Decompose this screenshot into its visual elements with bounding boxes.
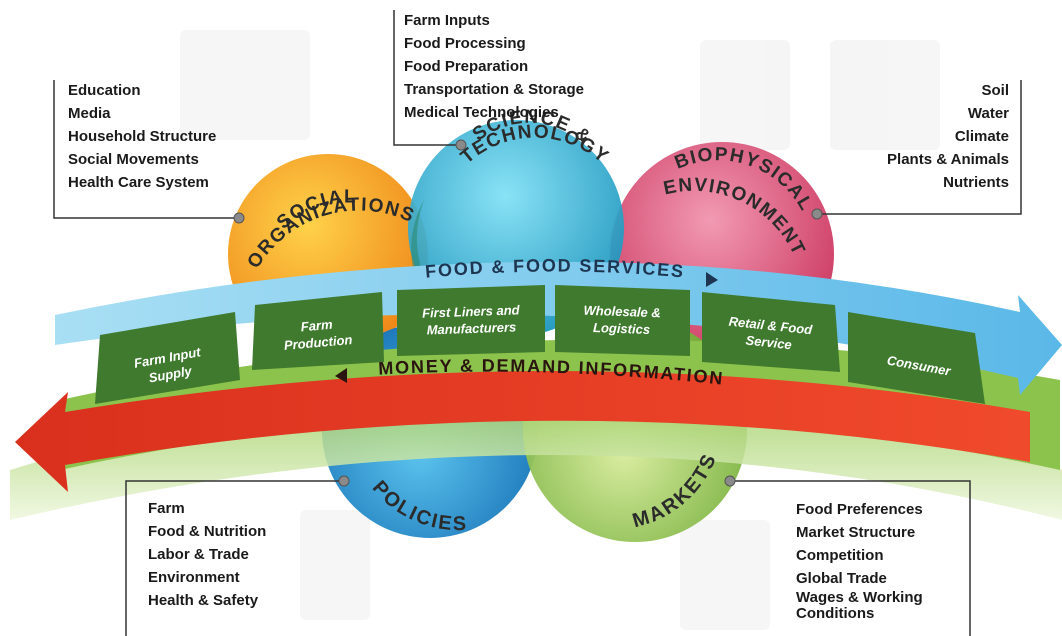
list-item: Soil bbox=[981, 82, 1009, 99]
stage-card-consumer bbox=[848, 312, 985, 404]
list-item: Labor & Trade bbox=[148, 546, 249, 563]
stage-card-farm-input-supply bbox=[95, 312, 240, 404]
science-factors-list: Farm Inputs Food Processing Food Prepara… bbox=[404, 9, 584, 124]
stages bbox=[95, 285, 985, 404]
stage-card-retail-food-service bbox=[702, 292, 840, 372]
food-flow-band bbox=[55, 261, 1062, 395]
list-item: Household Structure bbox=[68, 128, 217, 145]
policies-factors-list: Farm Food & Nutrition Labor & Trade Envi… bbox=[148, 497, 266, 612]
callout-lines bbox=[53, 10, 1022, 636]
list-item: Market Structure bbox=[796, 524, 916, 541]
stage-card-farm-production bbox=[252, 292, 384, 370]
list-item: Food & Nutrition bbox=[148, 523, 267, 540]
list-item: Plants & Animals bbox=[887, 151, 1009, 168]
list-item: Wages & Working Conditions bbox=[796, 589, 923, 622]
list-item: Media bbox=[68, 105, 111, 122]
list-item: Food Processing bbox=[404, 35, 526, 52]
list-item: Global Trade bbox=[796, 570, 887, 587]
list-item: Education bbox=[68, 82, 141, 99]
callout-dots bbox=[233, 139, 823, 487]
stage-label-farm-production: FarmProduction bbox=[282, 315, 353, 353]
list-item: Medical Technologies bbox=[404, 104, 559, 121]
list-item: Food Preparation bbox=[404, 58, 529, 75]
markets-factors-list: Food Preferences Market Structure Compet… bbox=[796, 498, 956, 622]
list-item: Climate bbox=[954, 128, 1009, 145]
biophysical-factors-list: Soil Water Climate Plants & Animals Nutr… bbox=[887, 79, 1009, 194]
stage-label-first-liners: First Liners andManufacturers bbox=[422, 302, 522, 337]
list-item: Transportation & Storage bbox=[404, 81, 585, 98]
money-arrow-icon bbox=[335, 368, 347, 383]
list-item: Nutrients bbox=[943, 174, 1009, 191]
food-arrow-icon bbox=[706, 272, 718, 287]
stage-label-wholesale-logistics: Wholesale &Logistics bbox=[583, 303, 661, 338]
stage-card-wholesale-logistics bbox=[555, 285, 690, 356]
money-flow-band bbox=[15, 371, 1030, 492]
list-item: Farm bbox=[148, 500, 185, 517]
list-item: Environment bbox=[148, 569, 240, 586]
list-item: Competition bbox=[796, 547, 884, 564]
list-item: Farm Inputs bbox=[404, 12, 490, 29]
list-item: Health Care System bbox=[68, 174, 209, 191]
list-item: Food Preferences bbox=[796, 501, 923, 518]
list-item: Social Movements bbox=[68, 151, 199, 168]
stage-card-first-liners bbox=[397, 285, 545, 356]
list-item: Health & Safety bbox=[148, 592, 259, 609]
social-factors-list: Education Media Household Structure Soci… bbox=[68, 79, 216, 194]
list-item: Water bbox=[967, 105, 1009, 122]
